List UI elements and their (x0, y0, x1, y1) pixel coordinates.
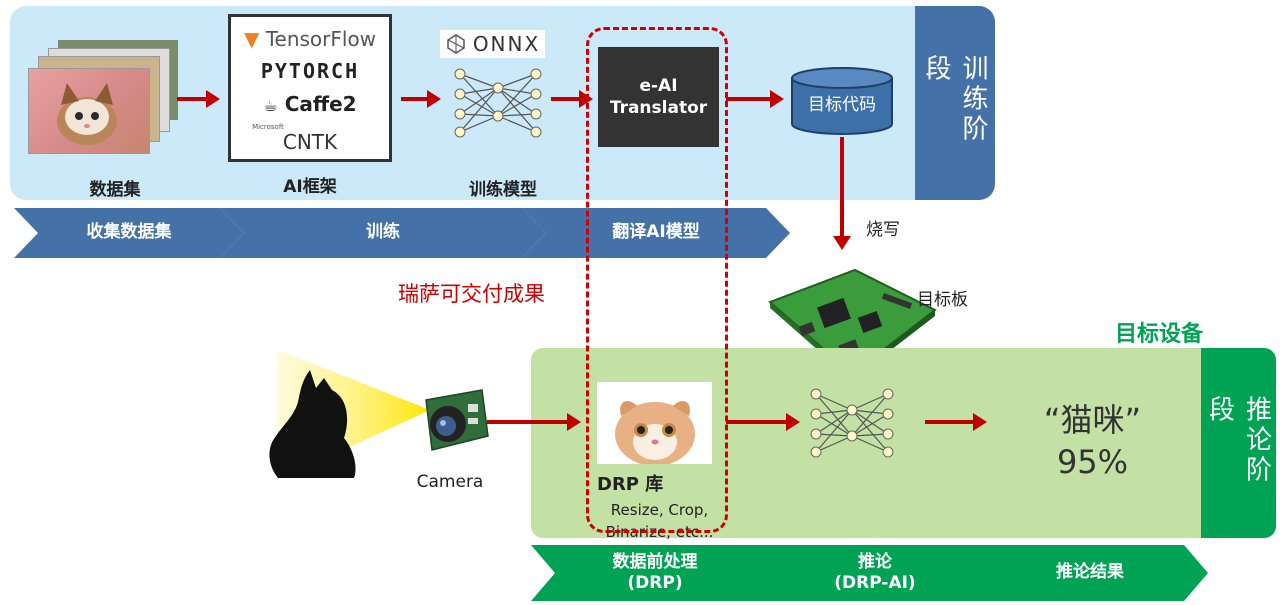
step-preprocess-drp: 数据前处理(DRP) (531, 545, 779, 601)
onnx-logo: ONNX (440, 30, 545, 58)
drp-library-block: DRP 库 Resize, Crop, Binarize, etc... (597, 470, 722, 544)
dataset-image-stack (28, 40, 183, 155)
step-collect-dataset: 收集数据集 (14, 208, 244, 258)
step-train: 训练 (220, 208, 546, 258)
flash-label: 烧写 (866, 220, 900, 240)
training-phase-sidebar: 训练阶段 (915, 6, 995, 200)
step-inference-drp-ai: 推论(DRP-AI) (752, 545, 998, 601)
onnx-icon (447, 34, 465, 54)
drp-desc-line-1: Resize, Crop, (610, 501, 709, 519)
kitten-photo (28, 68, 150, 154)
inference-phase-label: 推论阶段 (1204, 395, 1272, 486)
camera-module-icon (425, 389, 489, 451)
deliverable-boundary (586, 27, 728, 533)
tensorflow-logo: ▼ TensorFlow (243, 27, 377, 51)
dataset-label: 数据集 (89, 180, 141, 200)
pytorch-logo: PYTORCH (260, 59, 360, 83)
caffe2-logo: ☕ Caffe2 (263, 92, 357, 116)
inference-result: “猫咪” 95% (1000, 400, 1185, 483)
cat-silhouette-with-light (269, 350, 430, 480)
ai-framework-label: AI框架 (283, 177, 337, 197)
result-class-label: “猫咪” (1043, 401, 1142, 439)
cntk-logo: CNTK (282, 130, 338, 154)
trained-model-label: 训练模型 (469, 180, 537, 200)
inference-network-icon (810, 388, 894, 458)
target-code-label: 目标代码 (808, 95, 876, 115)
microsoft-label: Microsoft (252, 123, 284, 131)
training-phase-label: 训练阶段 (921, 54, 988, 145)
camera-label: Camera (416, 472, 484, 492)
result-confidence: 95% (1056, 442, 1129, 481)
preprocessed-cat-image (597, 382, 712, 464)
deliverable-label: 瑞萨可交付成果 (398, 282, 545, 306)
trained-model-network-icon (454, 68, 542, 138)
e-ai-translator-box: e-AI Translator (598, 47, 719, 147)
ai-framework-box: ▼ TensorFlow PYTORCH ☕ Caffe2 Microsoft … (228, 14, 392, 162)
inference-phase-sidebar: 推论阶段 (1201, 348, 1276, 538)
target-code-cylinder (791, 67, 893, 135)
target-device-label: 目标设备 (1115, 322, 1204, 347)
step-inference-result: 推论结果 (972, 545, 1208, 601)
step-translate-model: 翻译AI模型 (522, 208, 790, 258)
translator-line-2: Translator (609, 98, 708, 118)
translator-line-1: e-AI (639, 75, 678, 96)
drp-library-title: DRP 库 (597, 474, 664, 495)
target-board-label: 目标板 (917, 290, 968, 310)
